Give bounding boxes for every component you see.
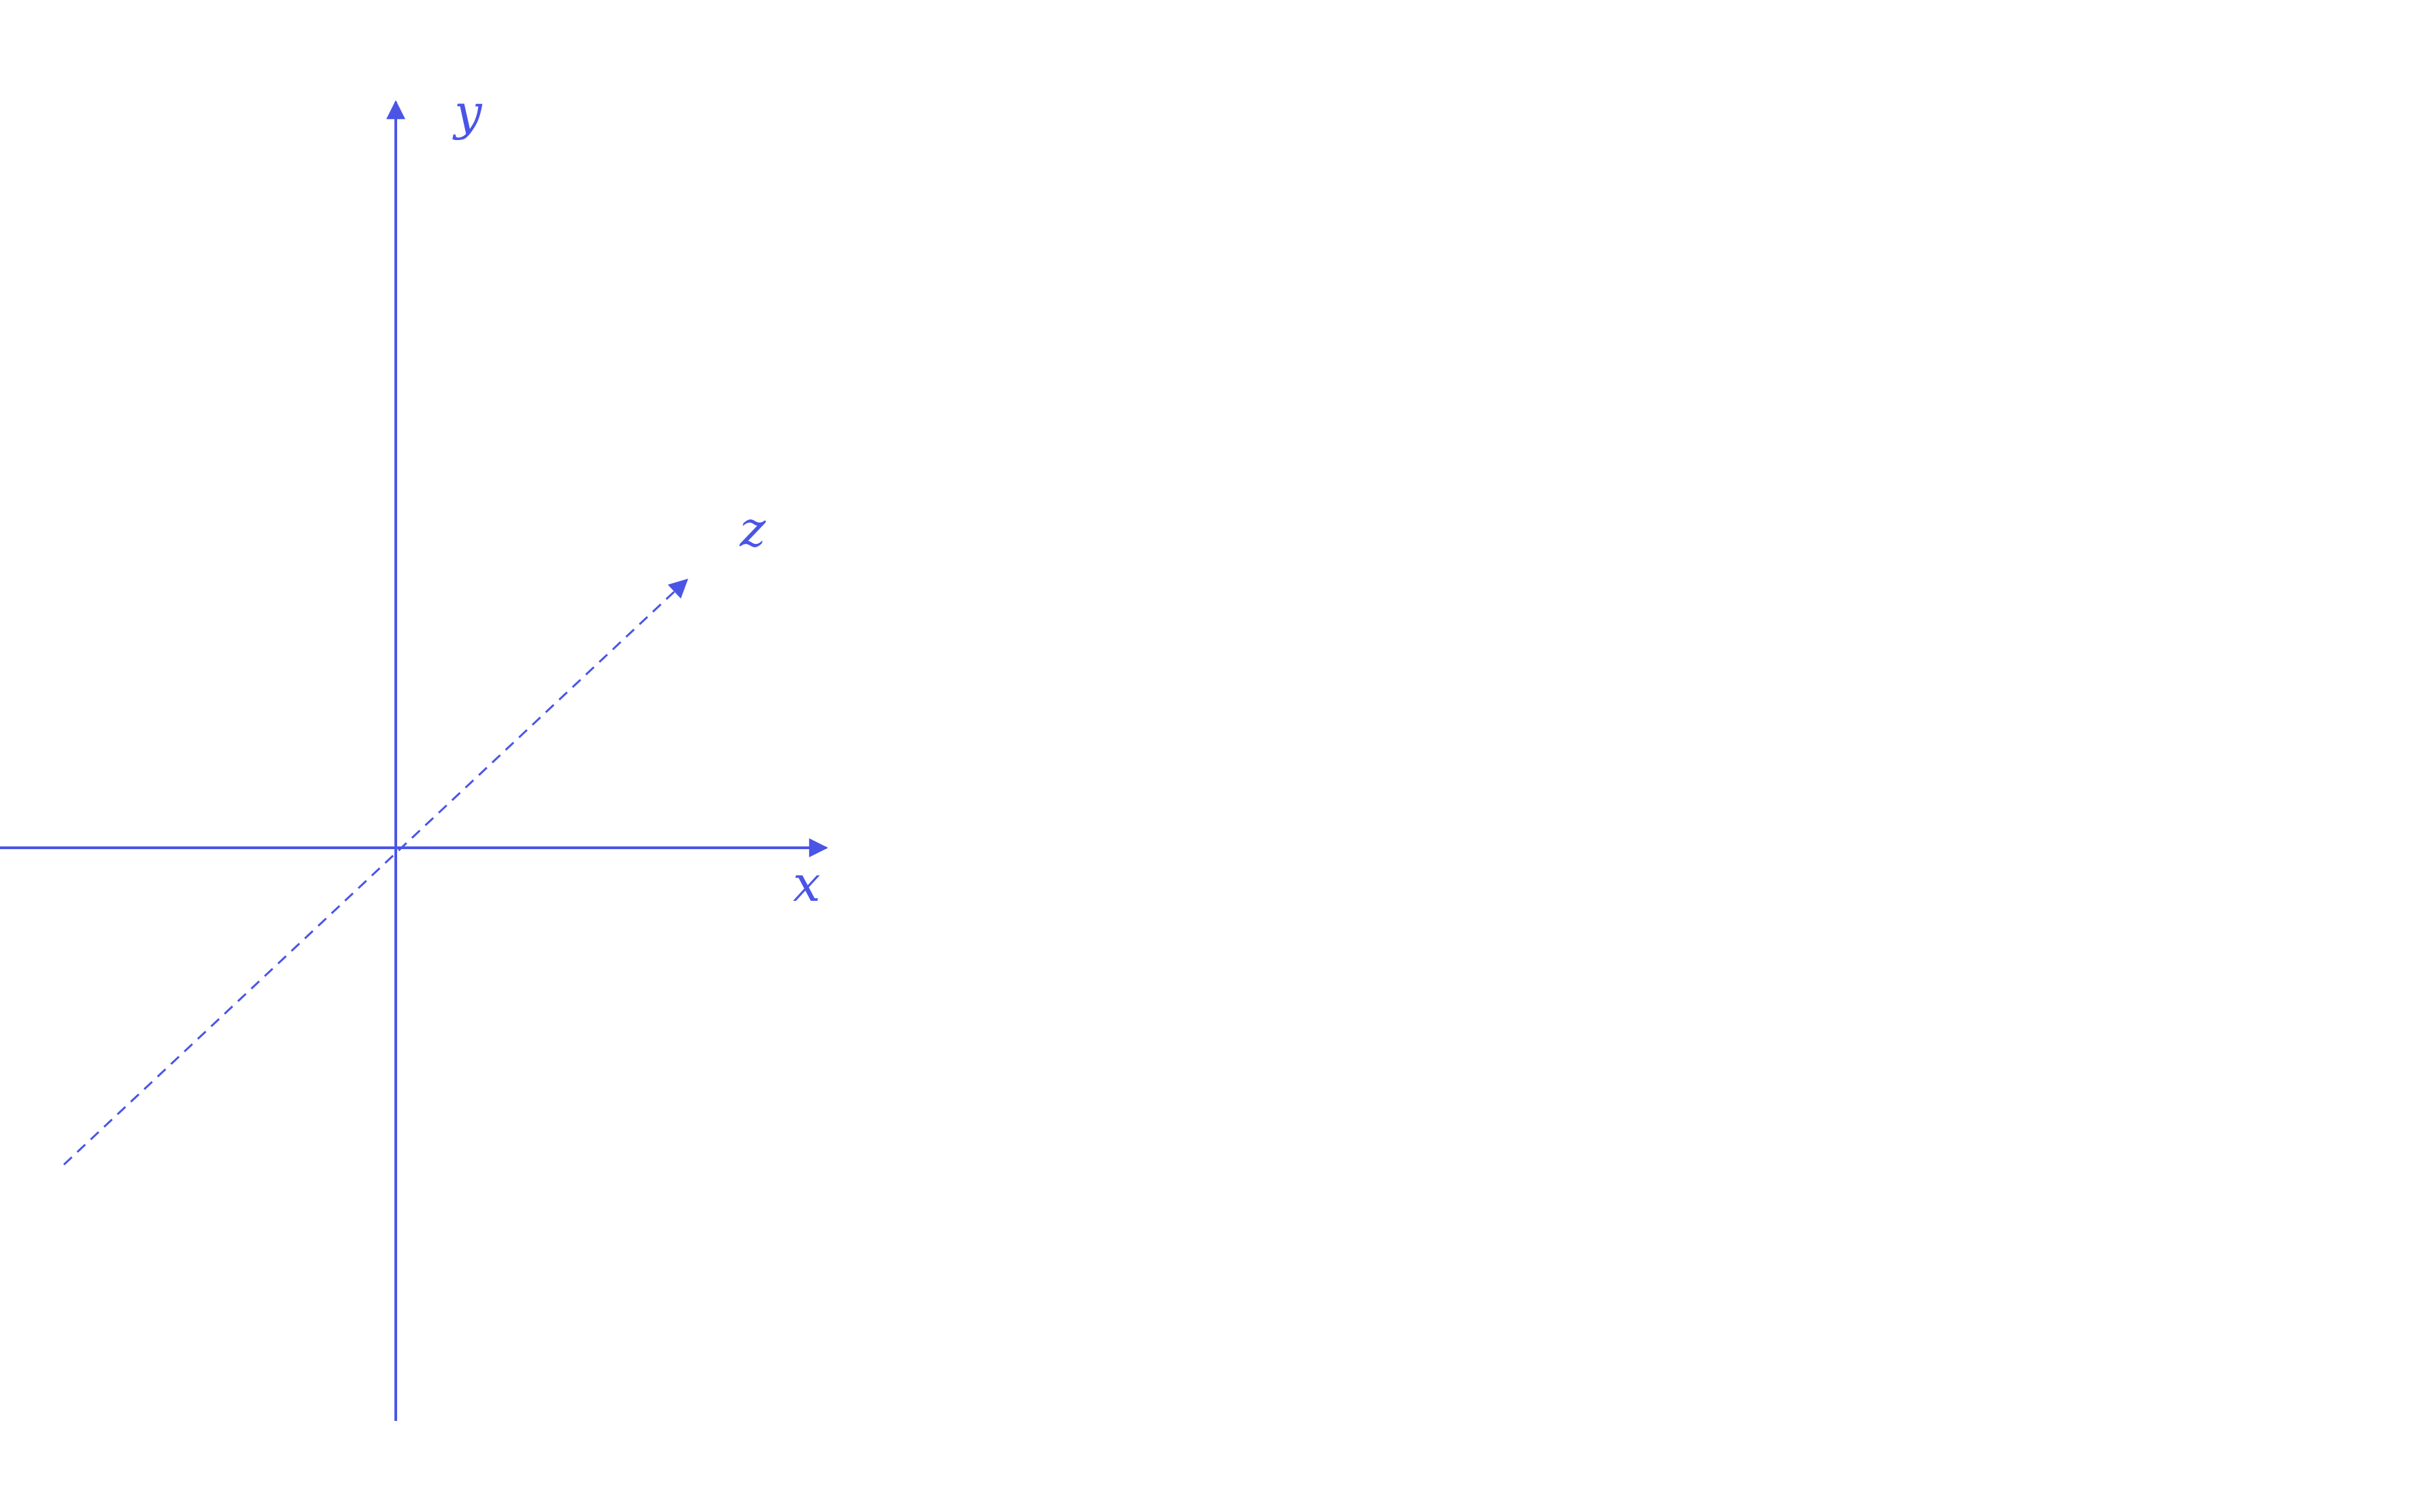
z-axis-line [63, 579, 689, 1166]
x-axis-label: x [793, 855, 821, 912]
y-axis-label: y [452, 84, 483, 141]
z-axis-label: z [739, 500, 766, 557]
